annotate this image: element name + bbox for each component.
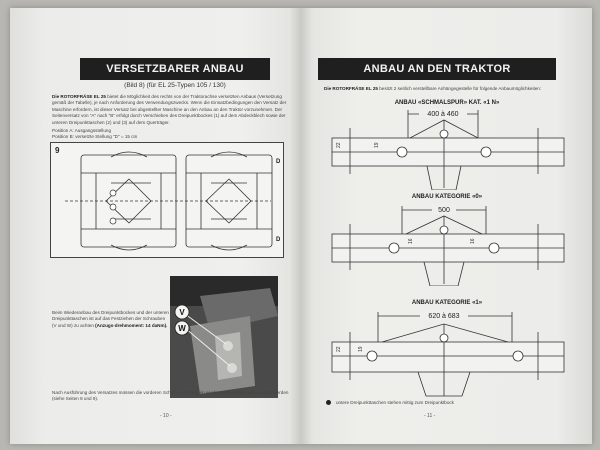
left-page-number: - 10 - [160,413,172,419]
photo-caption-torque: (Anzugs-drehmoment: 14 daNm). [95,322,168,328]
section-title-kat1: ANBAU KATEGORIE «1» [411,300,483,306]
figure-number: 9 [55,146,60,155]
manual-spread: VERSETZBARER ANBAU (Bild 8) (für EL 25-T… [10,8,592,444]
d-label-bottom: D [276,237,281,243]
mounting-photo-art: V W [170,276,278,398]
dimension-kat1: 620 à 683 [428,313,459,320]
position-a-text: Position A: Ausgangsstellung [52,128,111,133]
mark-schmalspur-b: 19 [374,142,380,148]
left-page: VERSETZBARER ANBAU (Bild 8) (für EL 25-T… [10,8,300,444]
d-label-top: D [276,159,281,165]
diagram-kat0: 500 16 16 [331,204,565,286]
right-page: ANBAU AN DEN TRAKTOR Die ROTORFRÄSE EL 2… [302,8,592,444]
mounting-photo: V W [170,276,278,398]
right-page-header: ANBAU AN DEN TRAKTOR [318,58,556,80]
mark-kat1-b: 19 [358,346,364,352]
callout-v: V [179,308,185,317]
photo-caption-text: Beim Wiederanbau des Dreipunktbockes und… [52,310,169,328]
callout-w: W [178,324,186,333]
offset-mounting-diagram: 9 [50,142,284,258]
left-page-subtitle: (Bild 8) (für EL 25-Typen 105 / 130) [124,82,226,89]
mark-kat1-a: 22 [336,346,342,352]
offset-mounting-drawing: 9 [55,146,281,251]
dimension-schmalspur: 400 à 460 [427,111,458,118]
left-intro-text: bietet die Möglichkeit des rechts von de… [52,94,287,125]
left-footer-text: Nach Ausführung des Versatzes müssen die… [52,390,289,402]
mark-schmalspur-a: 22 [336,142,342,148]
right-footnote: untere Dreipunkttaschen stehen mittig zu… [336,400,454,405]
section-title-kat0: ANBAU KATEGORIE «0» [411,194,483,200]
left-intro-paragraph: Die ROTORFRÄSE EL 25 bietet die Möglichk… [52,94,292,126]
diagram-kat1: 620 à 683 22 19 [331,310,565,397]
mark-kat0-a: 16 [408,238,414,244]
diagram-schmalspur: 400 à 460 22 19 [331,108,565,190]
section-title-schmalspur: ANBAU «SCHMALSPUR» KAT. «1 N» [394,100,500,106]
right-intro-bold: Die ROTORFRÄSE EL 25 [324,86,378,91]
position-b-text: Position B: versetzte Stellung "D" = 15 … [52,134,138,139]
right-intro-paragraph: Die ROTORFRÄSE EL 25 besitzt 2 seitlich … [324,86,574,92]
footnote-bullet-icon [326,400,331,405]
mark-kat0-b: 16 [470,238,476,244]
left-page-header: VERSETZBARER ANBAU [80,58,270,80]
photo-caption: Beim Wiederanbau des Dreipunktbockes und… [52,310,170,329]
dimension-kat0: 500 [438,207,450,214]
left-intro-bold: Die ROTORFRÄSE EL 25 [52,94,106,99]
right-intro-text: besitzt 2 seitlich verstellbare Anhängeg… [379,86,542,91]
right-page-number: - 11 - [424,413,436,419]
